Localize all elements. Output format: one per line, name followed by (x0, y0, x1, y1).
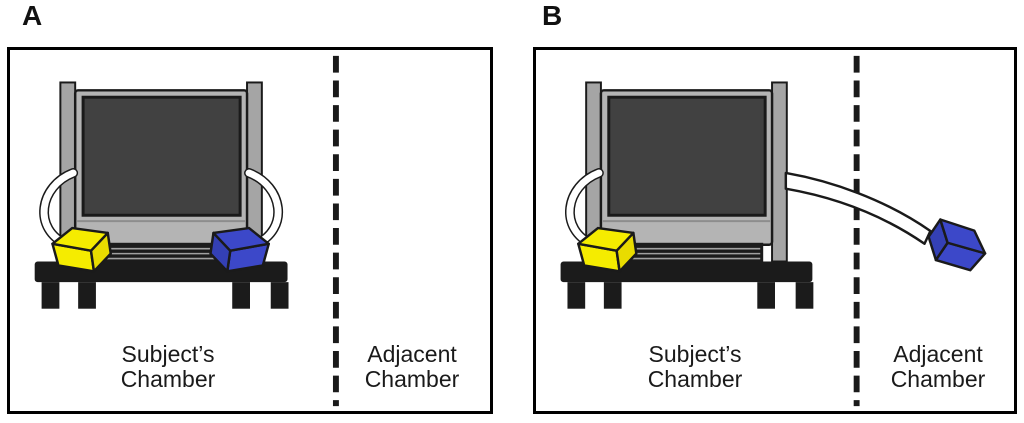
stand-table-leg (567, 282, 586, 309)
stand-table-leg (78, 282, 96, 309)
subject-chamber-line2: Chamber (120, 366, 216, 392)
cable-right-core (245, 169, 282, 249)
stand-table-leg (41, 282, 60, 309)
panel-b: Subject’s Chamber Adjacent Chamber (533, 47, 1017, 414)
panel-a-label: A (22, 0, 43, 31)
adjacent-chamber-line1: Adjacent (893, 341, 983, 367)
extension-tube (784, 171, 932, 246)
panel-a-apparatus-drawing (34, 55, 339, 407)
panel-b-apparatus-drawing (560, 55, 987, 407)
stand-table-leg (757, 282, 775, 309)
subject-chamber-line2: Chamber (647, 366, 743, 392)
yellow-button (577, 226, 638, 273)
panel-b-label: B (542, 0, 563, 31)
monitor-screen (81, 95, 242, 217)
monitor-base-slats (84, 242, 239, 263)
panel-a-subject-chamber-label: Subject’s Chamber (121, 342, 216, 392)
adjacent-chamber-line2: Chamber (890, 366, 986, 392)
panel-a: Subject’s Chamber Adjacent Chamber (7, 47, 493, 414)
monitor-post-right (771, 81, 788, 263)
stand-table-leg (795, 282, 814, 309)
panel-b-adjacent-chamber-label: Adjacent Chamber (891, 342, 986, 392)
stand-table-leg (603, 282, 622, 309)
blue-button (209, 226, 270, 273)
yellow-button (51, 226, 112, 273)
adjacent-chamber-line1: Adjacent (367, 341, 457, 367)
monitor-screen (607, 95, 767, 217)
subject-chamber-line1: Subject’s (121, 341, 215, 367)
panel-b-subject-chamber-label: Subject’s Chamber (648, 342, 743, 392)
panel-a-adjacent-chamber-label: Adjacent Chamber (365, 342, 460, 392)
monitor-base-slats (609, 242, 764, 263)
stand-table-leg (270, 282, 289, 309)
subject-chamber-line1: Subject’s (648, 341, 742, 367)
blue-button (927, 218, 987, 272)
stand-table-leg (232, 282, 250, 309)
adjacent-chamber-line2: Chamber (364, 366, 460, 392)
